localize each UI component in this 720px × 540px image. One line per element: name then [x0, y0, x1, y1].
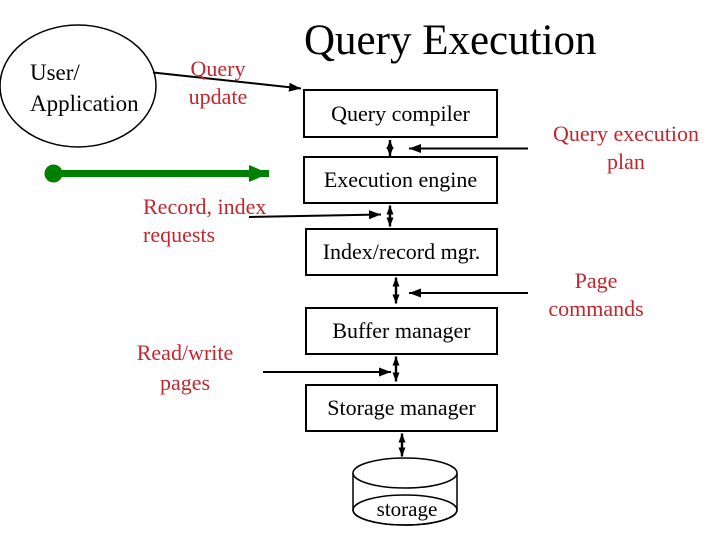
user-application-line1: User/ [30, 60, 80, 85]
box-index-record-mgr: Index/record mgr. [305, 228, 498, 276]
label-read-write-pages: Read/write pages [136, 340, 234, 395]
label-query-execution-plan: Query execution plan [553, 121, 699, 174]
box-index-record-mgr-label: Index/record mgr. [322, 239, 481, 264]
arrow-green-results [44, 164, 269, 183]
box-execution-engine-label: Execution engine [323, 167, 478, 192]
box-execution-engine: Execution engine [303, 156, 498, 204]
box-buffer-manager-label: Buffer manager [332, 318, 471, 343]
box-query-compiler-label: Query compiler [331, 100, 470, 126]
storage-cylinder-label: storage [376, 497, 438, 521]
box-buffer-manager: Buffer manager [305, 307, 498, 355]
box-storage-manager: Storage manager [305, 384, 498, 432]
page-title: Query Execution [304, 17, 597, 64]
label-query-update: Query update [188, 56, 248, 109]
label-page-commands: Page commands [548, 268, 644, 321]
label-record-index-requests: Record, index requests [143, 194, 267, 247]
box-query-compiler: Query compiler [303, 89, 498, 138]
arrow-record-index-requests [248, 210, 382, 220]
user-application-label: User/ Application [30, 57, 139, 119]
box-storage-manager-label: Storage manager [327, 395, 476, 420]
user-application-line2: Application [30, 91, 139, 116]
